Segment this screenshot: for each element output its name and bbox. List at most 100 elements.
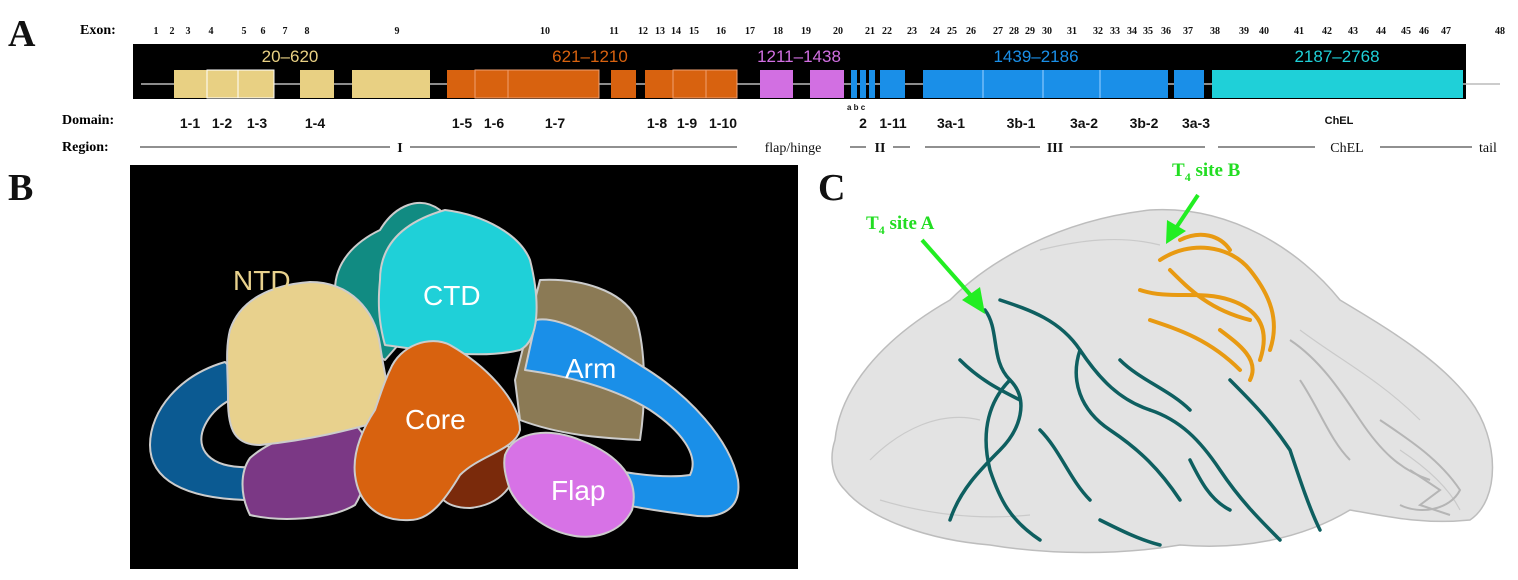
panel-letter-c: C xyxy=(818,167,845,209)
exon-number: 27 xyxy=(993,26,1003,37)
exon-number: 2 xyxy=(170,26,175,37)
exon-number: 18 xyxy=(773,26,783,37)
exon-block xyxy=(237,69,275,99)
exon-number: 36 xyxy=(1161,26,1171,37)
exon-label: Exon: xyxy=(80,23,116,38)
exon-number: 40 xyxy=(1259,26,1269,37)
exon-number: 47 xyxy=(1441,26,1451,37)
exon-number: 7 xyxy=(283,26,288,37)
exon-number: 29 xyxy=(1025,26,1035,37)
exon-number: 26 xyxy=(966,26,976,37)
exon-number: 48 xyxy=(1495,26,1505,37)
range-label-flap: 1211–1438 xyxy=(757,47,841,66)
exon-number: 3 xyxy=(186,26,191,37)
exon-number: 14 xyxy=(671,26,681,37)
exon-block xyxy=(611,70,636,98)
arrowhead-site-a xyxy=(962,287,985,314)
exon-block xyxy=(810,70,844,98)
orange-ribbon xyxy=(1138,232,1276,382)
exon-number: 44 xyxy=(1376,26,1386,37)
exon-block xyxy=(645,70,673,98)
surface-shape xyxy=(831,208,1494,554)
range-label-core: 621–1210 xyxy=(552,47,628,66)
domain-item: 1-1 xyxy=(180,115,200,131)
region-item: I xyxy=(397,141,402,156)
exon-number: 30 xyxy=(1042,26,1052,37)
domain-item: 1-11 xyxy=(879,115,906,131)
exon-block xyxy=(174,70,207,98)
exon-block xyxy=(860,70,866,98)
exon-number: 31 xyxy=(1067,26,1077,37)
flap-shape xyxy=(503,431,635,538)
exon-block xyxy=(880,70,905,98)
domain-item: 1-9 xyxy=(677,115,697,131)
domain-item: 3a-2 xyxy=(1070,115,1098,131)
ntd-label: NTD xyxy=(233,265,291,296)
exon-number: 38 xyxy=(1210,26,1220,37)
domain-item: 3b-1 xyxy=(1007,115,1036,131)
exon-number: 20 xyxy=(833,26,843,37)
exon-number: 13 xyxy=(655,26,665,37)
exon-number: 34 xyxy=(1127,26,1137,37)
exon-number: 28 xyxy=(1009,26,1019,37)
abc-label: a b c xyxy=(847,103,866,112)
exon-block xyxy=(507,69,600,99)
ntd-shape xyxy=(226,281,391,446)
region-item: tail xyxy=(1479,141,1497,156)
exon-number: 23 xyxy=(907,26,917,37)
teal-ribbon xyxy=(948,298,1322,547)
domain-item: 3a-1 xyxy=(937,115,965,131)
exon-number: 16 xyxy=(716,26,726,37)
exon-block xyxy=(869,70,875,98)
exon-number: 10 xyxy=(540,26,550,37)
panel-letter-a: A xyxy=(8,13,36,55)
exon-number: 22 xyxy=(882,26,892,37)
domain-item: ChEL xyxy=(1325,115,1354,127)
domain-item: 1-8 xyxy=(647,115,667,131)
exon-number: 37 xyxy=(1183,26,1193,37)
exon-number: 25 xyxy=(947,26,957,37)
domain-item: 1-3 xyxy=(247,115,267,131)
exon-number: 33 xyxy=(1110,26,1120,37)
region-item: ChEL xyxy=(1330,141,1363,156)
exon-block xyxy=(447,70,475,98)
site-arrows xyxy=(920,193,1200,314)
exon-number: 15 xyxy=(689,26,699,37)
exon-blocks xyxy=(174,69,1463,99)
exon-block xyxy=(352,70,430,98)
exon-block xyxy=(760,70,793,98)
exon-number: 12 xyxy=(638,26,648,37)
exon-number: 42 xyxy=(1322,26,1332,37)
domain-item: 2 xyxy=(859,115,867,131)
exon-number: 35 xyxy=(1143,26,1153,37)
site-b-label: T4 site B xyxy=(1172,160,1241,184)
exon-number: 45 xyxy=(1401,26,1411,37)
domain-item: 1-5 xyxy=(452,115,472,131)
exon-block xyxy=(672,69,707,99)
exon-block xyxy=(474,69,509,99)
exon-number: 19 xyxy=(801,26,811,37)
flap-label: Flap xyxy=(551,475,605,506)
protein-structure xyxy=(831,208,1494,554)
domain-cartoon xyxy=(149,201,740,538)
ctd-shape xyxy=(377,209,538,356)
ctd-label: CTD xyxy=(423,280,481,311)
exon-block xyxy=(923,70,1168,98)
domain-item: 1-7 xyxy=(545,115,565,131)
region-item: III xyxy=(1047,141,1063,156)
cartoon-labels: NTD CTD Arm Core Flap xyxy=(233,265,616,506)
core-shape xyxy=(353,340,521,522)
arm-shape xyxy=(524,318,740,518)
exon-block xyxy=(1174,70,1204,98)
panel-letter-b: B xyxy=(8,167,33,209)
exon-block xyxy=(705,69,738,99)
region-row: I flap/hinge II III ChEL tail xyxy=(397,141,1497,156)
region-item: flap/hinge xyxy=(765,141,822,156)
exon-number: 17 xyxy=(745,26,755,37)
domain-item: 1-6 xyxy=(484,115,504,131)
region-item: II xyxy=(875,141,886,156)
domain-item: 3a-3 xyxy=(1182,115,1210,131)
region-label: Region: xyxy=(62,140,109,155)
arrow-site-a xyxy=(920,238,977,302)
